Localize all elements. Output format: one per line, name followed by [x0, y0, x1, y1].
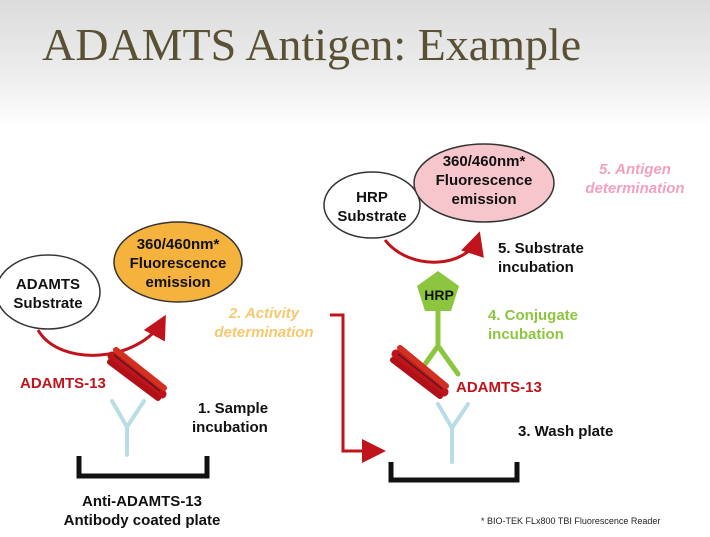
hrp-pentagon: [417, 271, 459, 311]
reaction-arrow-right: [383, 231, 484, 264]
adamts13-enzyme-left: [107, 347, 167, 401]
page-title: ADAMTS Antigen: Example: [42, 19, 582, 70]
hrp-substrate-ellipse: [323, 171, 421, 239]
step5-sub-line1: 5. Substrate: [498, 240, 584, 257]
plate-line2: Antibody coated plate: [63, 512, 221, 529]
adamts13-label-right: ADAMTS-13: [456, 379, 542, 396]
adamts13-label-left: ADAMTS-13: [20, 375, 106, 392]
antibody-coated-plate-right: [388, 462, 520, 483]
step5-antigen-determination: 5. Antigen determination: [572, 160, 698, 198]
hrp-substrate-label: HRP Substrate: [328, 188, 416, 226]
wavelength-line-left: 360/460nm*: [136, 236, 220, 253]
step2-line1: 2. Activity: [228, 305, 300, 322]
step1-line1: 1. Sample: [198, 400, 269, 417]
adamts-substrate-line2: Substrate: [13, 295, 83, 312]
plate-label: Anti-ADAMTS-13 Antibody coated plate: [36, 492, 248, 530]
adamts-substrate-line1: ADAMTS: [15, 276, 81, 293]
step1-sample-incubation: 1. Sample incubation: [192, 399, 268, 437]
step5-antigen-line1: 5. Antigen: [599, 161, 671, 178]
fluorescence-line-right: Fluorescence: [435, 172, 533, 189]
emission-line-right: emission: [451, 191, 517, 208]
step5-antigen-line2: determination: [585, 180, 685, 197]
hrp-substrate-line1: HRP: [356, 189, 388, 206]
fluorescence-emission-label-right: 360/460nm* Fluorescence emission: [420, 152, 548, 209]
adamts-substrate-label: ADAMTS Substrate: [6, 275, 90, 313]
adamts-substrate-ellipse: [0, 254, 101, 330]
title-bar: [0, 0, 710, 128]
capture-antibody-left: [110, 399, 146, 457]
step5-sub-line2: incubation: [498, 259, 574, 276]
step4-line1: 4. Conjugate: [488, 307, 579, 324]
adamts13-enzyme-right: [390, 345, 449, 399]
fluorescence-line-left: Fluorescence: [129, 255, 227, 272]
fluorescence-emission-ellipse-right: [413, 143, 555, 223]
plate-line1: Anti-ADAMTS-13: [82, 493, 202, 510]
step1-line2: incubation: [192, 419, 268, 436]
step2-activity-determination: 2. Activity determination: [204, 304, 324, 342]
hrp-label: HRP: [424, 287, 454, 303]
fluorescence-emission-label-left: 360/460nm* Fluorescence emission: [118, 235, 238, 292]
fluorescence-emission-ellipse-left: [113, 221, 243, 303]
step4-conjugate-incubation: 4. Conjugate incubation: [488, 306, 578, 344]
step4-line2: incubation: [488, 326, 564, 343]
emission-line-left: emission: [145, 274, 211, 291]
capture-antibody-right: [436, 402, 470, 464]
footnote: * BIO-TEK FLx800 TBI Fluorescence Reader: [481, 516, 661, 526]
step5-substrate-incubation: 5. Substrate incubation: [498, 239, 584, 277]
step2-line2: determination: [214, 324, 314, 341]
activity-to-wash-arrow: [330, 313, 386, 463]
hrp-substrate-line2: Substrate: [337, 208, 407, 225]
step3-wash-plate: 3. Wash plate: [518, 423, 614, 440]
reaction-arrow-left: [36, 314, 166, 357]
antibody-coated-plate-left: [76, 456, 210, 479]
wavelength-line-right: 360/460nm*: [442, 153, 526, 170]
